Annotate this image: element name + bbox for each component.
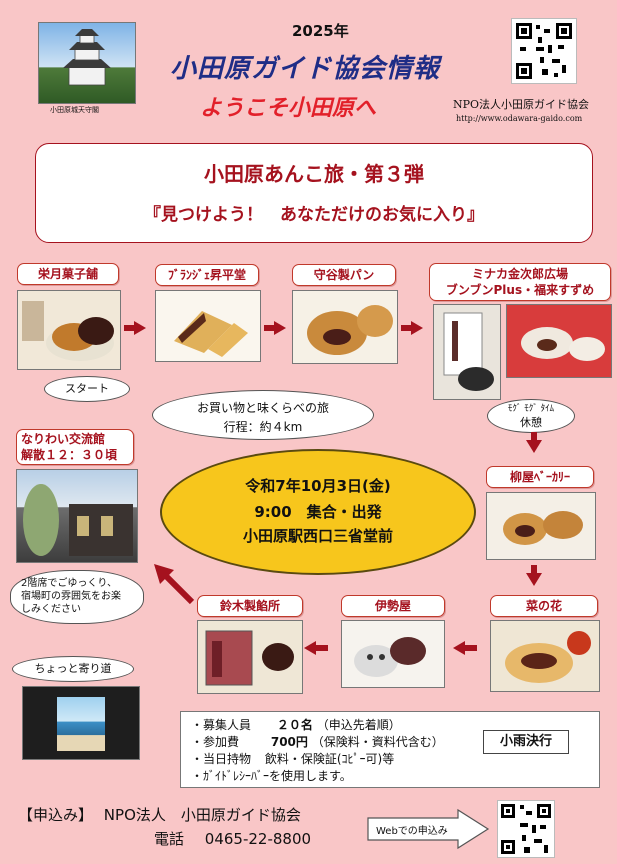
event-place: 小田原駅西口三省堂前 bbox=[242, 527, 393, 545]
tour-title: 小田原あんこ旅・第３弾 bbox=[204, 162, 424, 186]
theme-line-2: 行程：約４km bbox=[223, 420, 303, 434]
capacity-label: ・募集人員 bbox=[191, 718, 252, 732]
minaka-line-1: ミナカ金次郎広場 bbox=[471, 267, 568, 281]
arrow-up-left-icon bbox=[154, 564, 195, 605]
route-line bbox=[124, 325, 134, 331]
fee-value: 700円 bbox=[270, 735, 308, 749]
info-box: ・募集人員 ２０名 （申込先着順） ・参加費 700円 （保険料・資料代含む） … bbox=[180, 711, 600, 788]
arrow-right-icon bbox=[411, 321, 423, 335]
tour-subtitle: 『見つけよう！ あなただけのお気に入り』 bbox=[144, 205, 484, 225]
minaka-line-2: ブンブンPlus・福来すずめ bbox=[445, 283, 595, 297]
apply-line: 【申込み】 NPO法人 小田原ガイド協会 bbox=[18, 804, 301, 825]
capacity-note: （申込先着順） bbox=[316, 718, 401, 732]
event-ellipse: 令和7年10月3日(金) 9:00 集合・出発 小田原駅西口三省堂前 bbox=[160, 449, 476, 575]
route-line bbox=[401, 325, 411, 331]
rain-badge: 小雨決行 bbox=[483, 730, 569, 754]
arrow-down-icon bbox=[526, 573, 542, 586]
qr-code-top[interactable] bbox=[511, 18, 577, 84]
relax-line-2: 宿場町の雰囲気をお楽 bbox=[21, 591, 121, 602]
event-time: 9:00 集合・出発 bbox=[254, 503, 382, 521]
mogu-line-1: ﾓｸﾞ ﾓｸﾞ ﾀｲﾑ bbox=[507, 404, 555, 414]
photo-moriya bbox=[292, 290, 398, 364]
stop-label-yanagiya: 柳屋ﾍﾞｰｶﾘｰ bbox=[486, 466, 594, 488]
stop-label-iseya: 伊勢屋 bbox=[341, 595, 445, 617]
phone-line: 電話 0465-22-8800 bbox=[154, 828, 311, 849]
capacity-value: ２０名 bbox=[276, 718, 313, 732]
year: 2025年 bbox=[292, 22, 349, 40]
route-line bbox=[316, 645, 328, 651]
arrow-right-icon bbox=[274, 321, 286, 335]
welcome-text: ようこそ小田原へ bbox=[200, 96, 377, 121]
castle-icon bbox=[63, 29, 111, 86]
route-line bbox=[531, 432, 537, 440]
stop-label-moriya: 守谷製パン bbox=[292, 264, 396, 286]
event-date: 令和7年10月3日 bbox=[245, 477, 363, 495]
stop-label-suzuki: 鈴木製餡所 bbox=[197, 595, 303, 617]
stop-label-eigetsu: 栄月菓子舗 bbox=[17, 263, 119, 285]
arrow-left-icon bbox=[453, 641, 465, 655]
nariwai-line-1: なりわい交流館 bbox=[21, 432, 106, 446]
qr-code-icon bbox=[501, 804, 551, 854]
stop-label-nanohana: 菜の花 bbox=[490, 595, 598, 617]
start-label: スタート bbox=[65, 382, 109, 395]
mogu-line-2: 休憩 bbox=[520, 416, 542, 429]
stop-label-minaka: ミナカ金次郎広場 ブンブンPlus・福来すずめ bbox=[429, 263, 611, 301]
photo-iseya bbox=[341, 620, 445, 688]
capacity-row: ・募集人員 ２０名 （申込先着順） bbox=[191, 716, 401, 733]
fee-note: （保険料・資料代含む） bbox=[311, 735, 444, 749]
arrow-right-icon bbox=[134, 321, 146, 335]
photo-nariwai bbox=[16, 469, 138, 563]
route-line bbox=[465, 645, 477, 651]
bring-label: ・当日持物 bbox=[191, 752, 252, 766]
stop-label-nariwai: なりわい交流館 解散１２：３０頃 bbox=[16, 429, 134, 465]
theme-line-1: お買い物と味くらべの旅 bbox=[196, 401, 329, 415]
relax-line-3: しみください bbox=[21, 604, 81, 615]
phone-label: 電話 bbox=[154, 830, 185, 848]
receiver-note: ・ｶﾞｲﾄﾞﾚｼｰﾊﾞｰを使用します。 bbox=[191, 769, 352, 783]
bring-row: ・当日持物 飲料・保険証(ｺﾋﾟｰ可)等 bbox=[191, 750, 394, 767]
arrow-down-icon bbox=[526, 440, 542, 453]
photo-suzuki bbox=[197, 620, 303, 694]
castle-caption: 小田原城天守閣 bbox=[50, 106, 99, 114]
event-weekday: (金) bbox=[362, 477, 391, 495]
org-name: NPO法人小田原ガイド協会 bbox=[453, 98, 590, 111]
theme-bubble: お買い物と味くらべの旅 行程：約４km bbox=[152, 390, 374, 440]
route-line bbox=[531, 565, 537, 573]
start-bubble: スタート bbox=[44, 376, 130, 402]
page-title: 小田原ガイド協会情報 bbox=[170, 54, 441, 84]
arrow-left-icon bbox=[304, 641, 316, 655]
photo-shoheido bbox=[155, 290, 261, 362]
relax-line-1: 2階席でごゆっくり、 bbox=[21, 578, 117, 589]
stop-label-shoheido: ﾌﾞﾗﾝｼﾞｪ昇平堂 bbox=[155, 264, 259, 286]
org-url[interactable]: http://www.odawara-gaido.com bbox=[456, 114, 583, 123]
qr-code-bottom[interactable] bbox=[497, 800, 555, 858]
apply-label: 【申込み】 bbox=[18, 806, 94, 824]
photo-minaka-1 bbox=[433, 304, 501, 400]
web-apply-arrow[interactable] bbox=[366, 808, 492, 850]
nariwai-line-2: 解散１２：３０頃 bbox=[21, 448, 118, 462]
phone-number[interactable]: 0465-22-8800 bbox=[204, 830, 312, 848]
photo-nanohana bbox=[490, 620, 600, 692]
castle-photo bbox=[38, 22, 136, 104]
event-date-line: 令和7年10月3日(金) bbox=[162, 475, 474, 496]
web-apply-label: Webでの申込み bbox=[376, 826, 448, 837]
fee-label: ・参加費 bbox=[191, 735, 240, 749]
photo-minaka-2 bbox=[506, 304, 612, 378]
tour-banner: 小田原あんこ旅・第３弾 『見つけよう！ あなただけのお気に入り』 bbox=[35, 143, 593, 243]
bring-value: 飲料・保険証(ｺﾋﾟｰ可)等 bbox=[264, 752, 395, 766]
photo-eigetsu bbox=[17, 290, 121, 370]
photo-yanagiya bbox=[486, 492, 596, 560]
fee-row: ・参加費 700円 （保険料・資料代含む） bbox=[191, 733, 444, 750]
qr-code-icon bbox=[516, 23, 572, 79]
yorimichi-bubble: ちょっと寄り道 bbox=[12, 656, 134, 682]
mogu-bubble: ﾓｸﾞ ﾓｸﾞ ﾀｲﾑ 休憩 bbox=[487, 399, 575, 433]
photo-sea-tunnel bbox=[22, 686, 140, 760]
relax-bubble: 2階席でごゆっくり、 宿場町の雰囲気をお楽 しみください bbox=[10, 570, 144, 624]
yorimichi-label: ちょっと寄り道 bbox=[34, 662, 112, 675]
route-line bbox=[264, 325, 274, 331]
apply-org: NPO法人 小田原ガイド協会 bbox=[103, 806, 301, 824]
